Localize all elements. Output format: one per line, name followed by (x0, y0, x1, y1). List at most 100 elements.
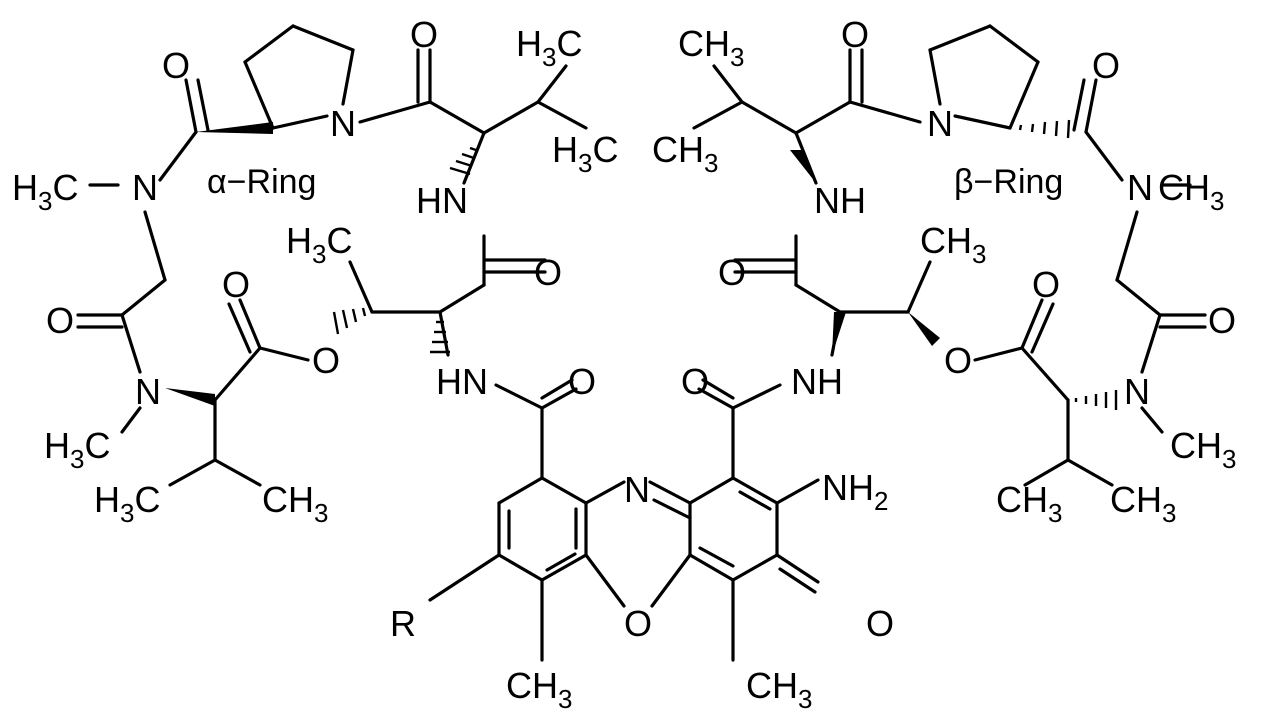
bond (158, 130, 198, 182)
bond (688, 476, 735, 505)
bond (540, 553, 588, 582)
stereo-bonds (165, 119, 1118, 410)
bond (358, 100, 432, 124)
bond (213, 346, 262, 402)
bond (953, 114, 1012, 130)
bond (731, 383, 782, 410)
bond (428, 553, 501, 602)
bond (794, 100, 852, 135)
bond (1023, 458, 1070, 487)
bond (1115, 210, 1139, 282)
atom-label-n: N (135, 371, 161, 412)
methyl-label: H3C (12, 167, 78, 216)
solid-wedge-bond (832, 312, 846, 355)
bond (497, 476, 544, 505)
hashed-wedge-bond (449, 146, 477, 176)
methyl-label: H3C (516, 23, 582, 72)
bond (928, 24, 992, 52)
bond (120, 313, 142, 374)
bond (227, 302, 252, 354)
atom-label-o: O (624, 603, 652, 644)
atom-label-o: O (1092, 45, 1120, 86)
bond (848, 100, 922, 124)
bond (692, 100, 744, 130)
bond (428, 100, 486, 135)
bond (1140, 406, 1164, 434)
atom-label-o: O (534, 252, 562, 293)
methyl-label: H3C (286, 220, 352, 269)
bond (291, 24, 355, 52)
bond (740, 100, 798, 135)
bond (1072, 78, 1086, 132)
beta-ring-label: β−Ring (954, 163, 1063, 201)
methyl-label: H3C (44, 425, 110, 474)
atom-label-n: N (1124, 371, 1150, 412)
solid-wedge-bond (908, 312, 940, 346)
bond (1084, 130, 1124, 182)
bond (438, 310, 450, 357)
bond (775, 553, 820, 584)
methyl-label: CH3 (506, 665, 572, 714)
methyl-label: H3C (552, 129, 618, 178)
bond (697, 387, 735, 410)
bond (973, 346, 1024, 362)
bond (1140, 313, 1162, 374)
bond (168, 458, 217, 487)
bond (731, 476, 779, 505)
bond (243, 60, 275, 130)
atom-label-n: N (1127, 167, 1153, 208)
bond (1066, 458, 1114, 487)
amino-group-label: NH2 (822, 467, 888, 516)
bond (988, 24, 1040, 64)
bond (778, 567, 817, 594)
bond (648, 480, 692, 505)
atom-label-o: O (46, 300, 74, 341)
bond (143, 210, 167, 282)
alpha-ring-label: α−Ring (207, 163, 316, 201)
solid-wedge-bond (165, 388, 215, 406)
bond (536, 64, 568, 104)
atom-label-o: O (1032, 264, 1060, 305)
atom-label-n: N (927, 103, 953, 144)
bond (120, 278, 167, 317)
bond (438, 283, 486, 314)
atom-label-o: O (718, 252, 746, 293)
atom-label-nh: NH (814, 180, 866, 221)
atom-label-nh: NH (791, 361, 843, 402)
hashed-wedge-bond (332, 307, 367, 335)
bond (712, 64, 744, 104)
bond (738, 490, 772, 511)
bond (243, 24, 295, 64)
atom-label-n: N (330, 103, 356, 144)
atom-label-n: N (624, 469, 650, 510)
atom-label-o: O (681, 361, 709, 402)
bond (341, 48, 355, 106)
bond (497, 553, 544, 582)
atom-label-n: N (132, 167, 158, 208)
bond (494, 383, 544, 410)
hashed-wedge-bond (1018, 119, 1071, 139)
bond (540, 476, 588, 505)
bond (1020, 298, 1044, 350)
atom-labels: α−Ring β−Ring N O O R NH2 CH3 CH3 O HN O… (12, 14, 1236, 714)
methyl-label: CH3 (652, 129, 718, 178)
bond (1020, 346, 1070, 402)
bond (540, 387, 578, 410)
bond (906, 260, 932, 314)
methyl-label: H3C (94, 479, 160, 528)
methyl-label: CH3 (678, 23, 744, 72)
bond (184, 78, 198, 134)
methyl-label: CH3 (1110, 479, 1176, 528)
bond (928, 48, 942, 106)
bond (775, 478, 820, 505)
bond (584, 553, 626, 608)
bond (196, 78, 210, 132)
bond (731, 553, 779, 582)
atom-label-o: O (1208, 300, 1236, 341)
methyl-label: CH3 (1158, 167, 1224, 216)
hashed-wedge-bond (430, 320, 450, 354)
bond (652, 498, 692, 520)
bond (1084, 78, 1098, 134)
solid-wedge-bond (790, 150, 816, 183)
